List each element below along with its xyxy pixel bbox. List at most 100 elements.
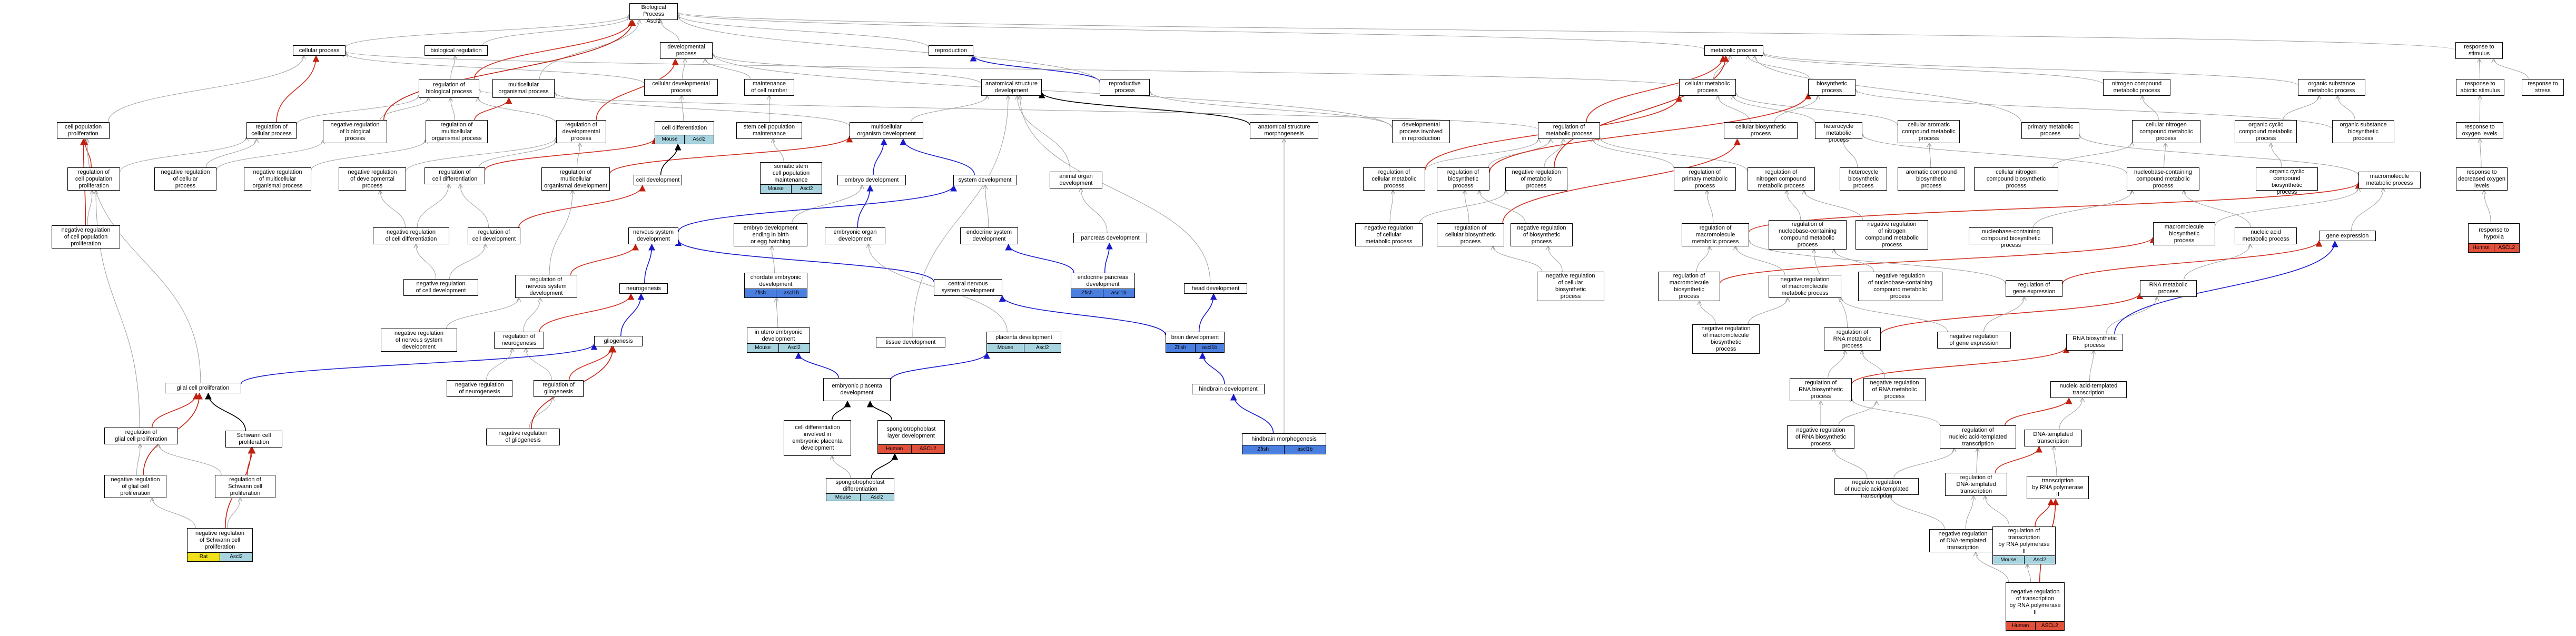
go-term-neg-reg-gliogenesis[interactable]: negative regulation of gliogenesis (486, 429, 560, 445)
go-term-neg-reg-nitrogen-metab[interactable]: negative regulation of nitrogen compound… (1855, 220, 1928, 250)
go-term-cell-dev[interactable]: cell development (634, 175, 682, 185)
go-term-reg-primary-metab[interactable]: regulation of primary metabolic process (1674, 167, 1736, 191)
go-term-response-oxygen[interactable]: response to oxygen levels (2456, 122, 2503, 139)
go-term-reg-metab-proc[interactable]: regulation of metabolic process (1538, 122, 1600, 139)
go-term-heterocycle-biosynth[interactable]: heterocycle biosynthetic process (1840, 167, 1887, 191)
go-term-neg-reg-macromolecule-metab[interactable]: negative regulation of macromolecule met… (1769, 275, 1841, 298)
go-term-reproduction[interactable]: reproduction (929, 45, 973, 56)
go-term-neg-reg-nucleic-transcr[interactable]: negative regulation of nucleic acid-temp… (1834, 478, 1919, 499)
go-term-embryo-dev-birth[interactable]: embryo development ending in birth or eg… (734, 223, 807, 246)
go-term-cell-dev-proc[interactable]: cellular developmental process (644, 79, 718, 96)
go-term-dev-process[interactable]: developmental process (660, 42, 713, 59)
go-term-glial-cell-prolif[interactable]: glial cell proliferation (165, 383, 241, 393)
go-term-heterocycle-metab[interactable]: heterocycle metabolic process (1815, 122, 1862, 143)
go-term-bp[interactable]: Biological Process Ascl2 (629, 3, 678, 24)
go-term-neg-reg-cell-metab[interactable]: negative regulation of cellular metaboli… (1355, 223, 1423, 246)
go-term-tissue-dev[interactable]: tissue development (876, 337, 945, 347)
go-term-neg-reg-macromolecule-biosynth[interactable]: negative regulation of macromolecule bio… (1692, 324, 1760, 354)
go-term-maint-cell-num[interactable]: maintenance of cell number (744, 79, 794, 96)
go-term-cell-pop-prolif[interactable]: cell population proliferation (57, 122, 110, 139)
go-term-reg-rna-biosynth[interactable]: regulation of RNA biosynthetic process (1790, 378, 1852, 401)
go-term-neg-reg-cell-proc[interactable]: negative regulation of cellular process (154, 167, 216, 191)
go-term-reg-multicell-org-proc[interactable]: regulation of multicellular organismal p… (426, 120, 488, 143)
go-term-rna-biosynth[interactable]: RNA biosynthetic process (2066, 334, 2123, 351)
go-term-endocrine-sys-dev[interactable]: endocrine system development (960, 227, 1018, 244)
go-term-neg-reg-schwann-prolif[interactable]: negative regulation of Schwann cell prol… (187, 528, 253, 562)
go-term-neg-reg-rna-biosynth[interactable]: negative regulation of RNA biosynthetic … (1787, 425, 1854, 449)
go-term-biosynth-proc[interactable]: biosynthetic process (1808, 79, 1855, 96)
go-term-embryo-placenta-dev[interactable]: embryonic placenta development (823, 378, 891, 401)
go-term-reg-nitrogen-metab[interactable]: regulation of nitrogen compound metaboli… (1748, 167, 1815, 191)
go-term-neg-reg-cell-biosynth[interactable]: negative regulation of cellular biosynth… (1537, 272, 1604, 301)
go-term-nucleic-acid-templ-transcr[interactable]: nucleic acid-templated transcription (2050, 381, 2127, 398)
go-term-hindbrain-dev[interactable]: hindbrain development (1192, 384, 1265, 394)
go-term-animal-organ-dev[interactable]: animal organ development (1050, 172, 1102, 188)
go-term-neurogenesis[interactable]: neurogenesis (619, 283, 668, 294)
go-term-neg-reg-nucleobase-metab[interactable]: negative regulation of nucleobase-contai… (1858, 272, 1942, 301)
go-term-gene-expression[interactable]: gene expression (2319, 231, 2376, 241)
go-term-rna-metab[interactable]: RNA metabolic process (2140, 280, 2197, 297)
go-term-stem-cell-pop-maint[interactable]: stem cell population maintenance (736, 122, 802, 139)
go-term-response-abiotic[interactable]: response to abiotic stimulus (2456, 79, 2504, 96)
go-term-cell-metab-proc[interactable]: cellular metabolic process (1679, 79, 1736, 96)
go-term-reg-macromolecule-biosynth[interactable]: regulation of macromolecule biosynthetic… (1658, 272, 1720, 301)
go-term-reg-cell-diff[interactable]: regulation of cell differentiation (425, 167, 485, 184)
go-term-cellular-process[interactable]: cellular process (293, 45, 346, 56)
go-term-cns-dev[interactable]: central nervous system development (934, 279, 1002, 296)
go-term-reg-gliogenesis[interactable]: regulation of gliogenesis (534, 380, 584, 397)
go-term-neg-reg-multicell[interactable]: negative regulation of multicellular org… (244, 167, 311, 191)
go-term-embryo-dev[interactable]: embryo development (837, 175, 906, 185)
go-term-reg-nucleobase-metab[interactable]: regulation of nucleobase-containing comp… (1769, 220, 1847, 250)
go-term-nervous-sys-dev[interactable]: nervous system development (628, 227, 678, 244)
go-term-multicell-org-dev[interactable]: multicellular organism development (850, 122, 923, 139)
go-term-reg-neurogenesis[interactable]: regulation of neurogenesis (494, 332, 544, 349)
go-term-neg-reg-transcr-pol-ii[interactable]: negative regulation of transcription by … (2006, 582, 2065, 631)
go-term-reg-macromolecule-metab[interactable]: regulation of macromolecule metabolic pr… (1682, 223, 1749, 246)
go-term-reg-gene-expr[interactable]: regulation of gene expression (2006, 280, 2062, 297)
go-term-response-stim[interactable]: response to stimulus (2455, 42, 2503, 59)
go-term-nucleobase-metab[interactable]: nucleobase-containing compound metabolic… (2127, 167, 2199, 191)
go-term-metabolic-process[interactable]: metabolic process (1704, 45, 1763, 56)
go-term-reg-cell-metab[interactable]: regulation of cellular metabolic process (1363, 167, 1425, 191)
go-term-macromolecule-metab[interactable]: macromolecule metabolic process (2358, 172, 2421, 188)
go-term-reg-bio-proc[interactable]: regulation of biological process (419, 79, 479, 98)
go-term-reg-nervous-sys-dev[interactable]: regulation of nervous system development (515, 275, 577, 298)
go-term-reg-multicell-dev[interactable]: regulation of multicellular organismal d… (541, 167, 610, 191)
go-term-reg-nucleic-acid-transcr[interactable]: regulation of nucleic acid-templated tra… (1940, 425, 2016, 449)
go-term-schwann-prolif[interactable]: Schwann cell proliferation (225, 431, 282, 448)
go-term-neg-reg-rna-metab[interactable]: negative regulation of RNA metabolic pro… (1863, 378, 1926, 401)
go-term-bio-reg[interactable]: biological regulation (425, 45, 488, 56)
go-term-transcr-rna-pol-ii[interactable]: transcription by RNA polymerase II (2027, 476, 2089, 499)
go-term-org-subst-biosynth[interactable]: organic substance biosynthetic process (2332, 120, 2394, 143)
go-term-reg-cell-proc[interactable]: regulation of cellular process (246, 122, 297, 139)
go-term-neg-reg-glial-prolif[interactable]: negative regulation of glial cell prolif… (104, 475, 166, 498)
go-term-dna-templ-transcr[interactable]: DNA-templated transcription (2024, 430, 2082, 446)
go-term-neg-reg-dna-templ-transcr[interactable]: negative regulation of DNA-templated tra… (1929, 529, 1997, 552)
go-term-neg-reg-nervous-sys-dev[interactable]: negative regulation of nervous system de… (381, 329, 457, 352)
go-term-arom-biosynth[interactable]: aromatic compound biosynthetic process (1898, 167, 1965, 191)
go-term-multicell-org-proc[interactable]: multicellular organismal process (492, 79, 555, 98)
go-term-reg-transcr-pol-ii[interactable]: regulation of transcription by RNA polym… (1992, 526, 2056, 564)
go-term-neg-reg-gene-expr[interactable]: negative regulation of gene expression (1937, 332, 2011, 349)
go-term-anat-struct-dev[interactable]: anatomical structure development (981, 79, 1042, 96)
go-term-reg-dna-templ-transcr[interactable]: regulation of DNA-templated transcriptio… (1945, 473, 2007, 496)
go-term-response-stress[interactable]: response to stress (2522, 79, 2564, 96)
go-term-nitrogen-compound-metab[interactable]: nitrogen compound metabolic process (2103, 79, 2170, 96)
go-term-embryonic-organ-dev[interactable]: embryonic organ development (825, 227, 885, 244)
go-term-macromolecule-biosynth[interactable]: macromolecule biosynthetic process (2153, 222, 2215, 245)
go-term-neg-reg-metab[interactable]: negative regulation of metabolic process (1505, 167, 1567, 191)
go-term-cell-nitrogen-metab[interactable]: cellular nitrogen compound metabolic pro… (2132, 120, 2200, 143)
go-term-anat-struct-morph[interactable]: anatomical structure morphogenesis (1250, 122, 1318, 139)
go-term-primary-metab[interactable]: primary metabolic process (2021, 122, 2079, 139)
go-term-system-dev[interactable]: system development (953, 175, 1016, 185)
go-term-neg-reg-dev-proc[interactable]: negative regulation of developmental pro… (339, 167, 406, 191)
go-term-neg-reg-cell-diff[interactable]: negative regulation of cell differentiat… (373, 227, 449, 244)
